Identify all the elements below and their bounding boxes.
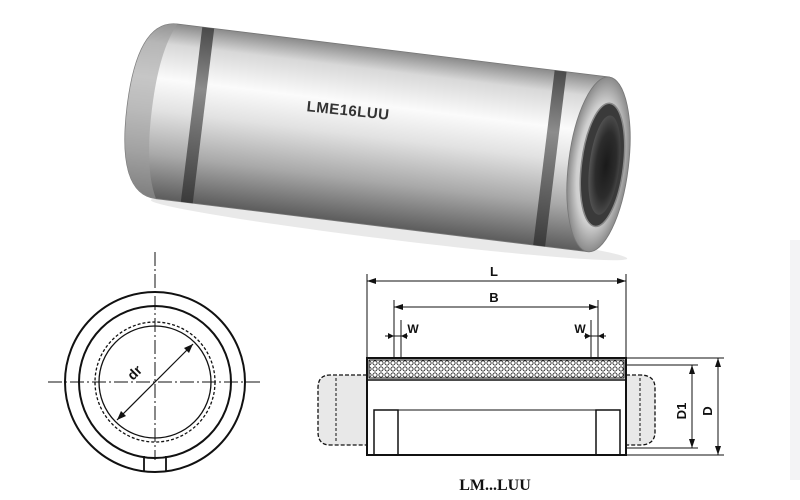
length-label: L bbox=[490, 264, 498, 279]
d-label: D bbox=[700, 406, 715, 415]
left-shaft-phantom bbox=[317, 374, 367, 446]
groove-left-label: W bbox=[407, 322, 419, 336]
bore-diameter-label: dr bbox=[124, 361, 146, 383]
left-retainer bbox=[373, 409, 399, 456]
d1-label: D1 bbox=[674, 403, 689, 420]
ball-row bbox=[368, 359, 625, 379]
key-slot bbox=[143, 456, 167, 472]
side-view-drawing bbox=[317, 274, 724, 456]
left-retainer-groove bbox=[180, 27, 215, 204]
front-view-drawing bbox=[48, 252, 262, 473]
groove-right-label: W bbox=[574, 322, 586, 336]
edge-artifact bbox=[790, 240, 800, 480]
bearing-photo: LME16LUU bbox=[124, 23, 631, 261]
inner-ring bbox=[78, 305, 232, 459]
outer-ring bbox=[64, 291, 246, 473]
right-retainer bbox=[595, 409, 621, 456]
right-retainer-groove bbox=[533, 70, 567, 247]
ball-track bbox=[94, 321, 216, 443]
retainer-span-label: B bbox=[489, 290, 498, 305]
bore-circle bbox=[98, 325, 212, 439]
bore-diameter-line bbox=[116, 343, 194, 421]
model-caption: LM...LUU bbox=[459, 477, 531, 494]
bearing-bore bbox=[588, 115, 621, 215]
